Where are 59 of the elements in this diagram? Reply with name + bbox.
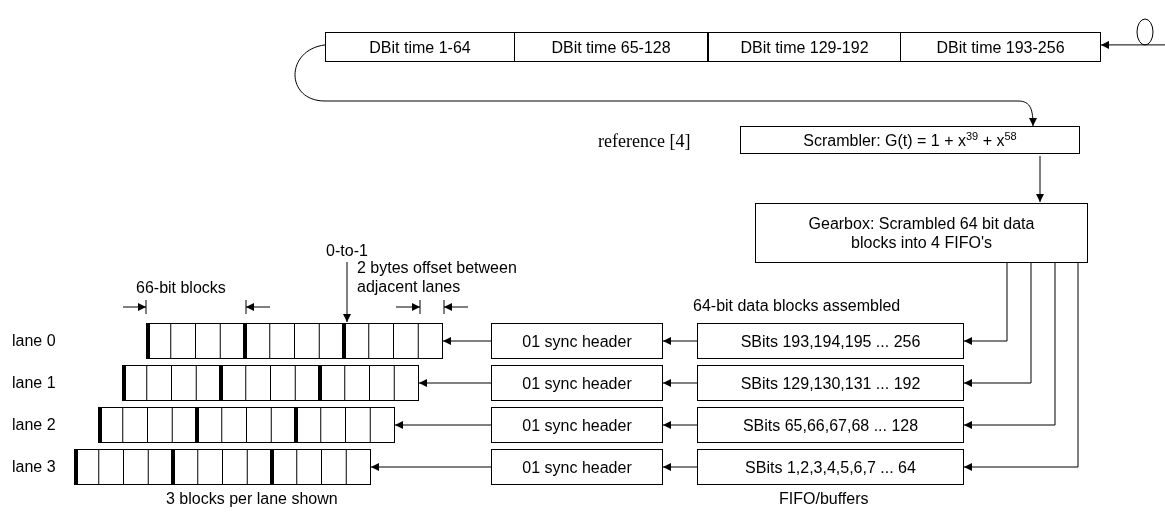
box-text: DBit time 65-128 [550, 37, 672, 57]
lane-label: lane 2 [12, 415, 56, 434]
box-text: 01 sync header [521, 457, 633, 477]
box-text: Scrambler: G(t) = 1 + x$^{39}$ + x$^{58}$ [802, 130, 1018, 150]
process-box [491, 449, 663, 485]
arrow [1036, 155, 1044, 203]
arrow [1100, 40, 1165, 49]
arrow [343, 261, 351, 323]
lane-label: lane 0 [12, 331, 56, 350]
lane-strip [74, 449, 371, 485]
process-box [740, 126, 1080, 154]
box-text: SBits 65,66,67,68 ... 128 [741, 415, 920, 435]
arrow [662, 421, 698, 429]
arrow [963, 262, 1032, 387]
arrow [662, 463, 698, 471]
arrow [963, 262, 1008, 345]
box-text: SBits 129,130,131 ... 192 [739, 373, 922, 393]
process-box [708, 32, 901, 62]
box-text: SBits 1,2,3,4,5,6,7 ... 64 [744, 457, 917, 477]
caption-text: FIFO/buffers [779, 489, 869, 508]
lane-label: lane 3 [12, 457, 56, 476]
lane-label: lane 1 [12, 373, 56, 392]
process-box [697, 323, 964, 359]
lane-strip [146, 323, 443, 359]
box-text: SBits 193,194,195 ... 256 [739, 331, 922, 351]
dimension-label: 66-bit blocks [136, 278, 226, 297]
box-text: 01 sync header [521, 373, 633, 393]
box-text: 01 sync header [521, 415, 633, 435]
reference-text: reference [4] [598, 132, 691, 151]
annotation-text: 0-to-1 [318, 240, 376, 260]
box-text: 01 sync header [521, 331, 633, 351]
arrow [963, 262, 1056, 429]
process-box [697, 407, 964, 443]
process-box [491, 365, 663, 401]
box-text: DBit time 193-256 [935, 37, 1066, 57]
process-box [755, 203, 1088, 263]
process-box [900, 32, 1101, 62]
lane-strip [98, 407, 395, 443]
box-text: DBit time 129-192 [739, 37, 870, 57]
arrow [662, 379, 698, 387]
caption-text: 3 blocks per lane shown [166, 489, 338, 508]
process-box [491, 323, 663, 359]
arrow [394, 421, 492, 429]
process-box [325, 32, 515, 62]
arrow [294, 44, 1037, 127]
process-box [491, 407, 663, 443]
arrow [418, 379, 492, 387]
box-text: Gearbox: Scrambled 64 bit data blocks into 4 FIFO's [807, 214, 1036, 252]
caption-text: 64-bit data blocks assembled [693, 296, 901, 315]
arrow [442, 337, 492, 345]
lane-strip [122, 365, 419, 401]
arrow [963, 262, 1079, 471]
box-text: DBit time 1-64 [368, 37, 472, 57]
process-box [697, 365, 964, 401]
process-box [697, 449, 964, 485]
arrow [370, 463, 492, 471]
process-box [514, 32, 708, 62]
arrow [662, 337, 698, 345]
note-text: 2 bytes offset between adjacent lanes [357, 258, 518, 296]
